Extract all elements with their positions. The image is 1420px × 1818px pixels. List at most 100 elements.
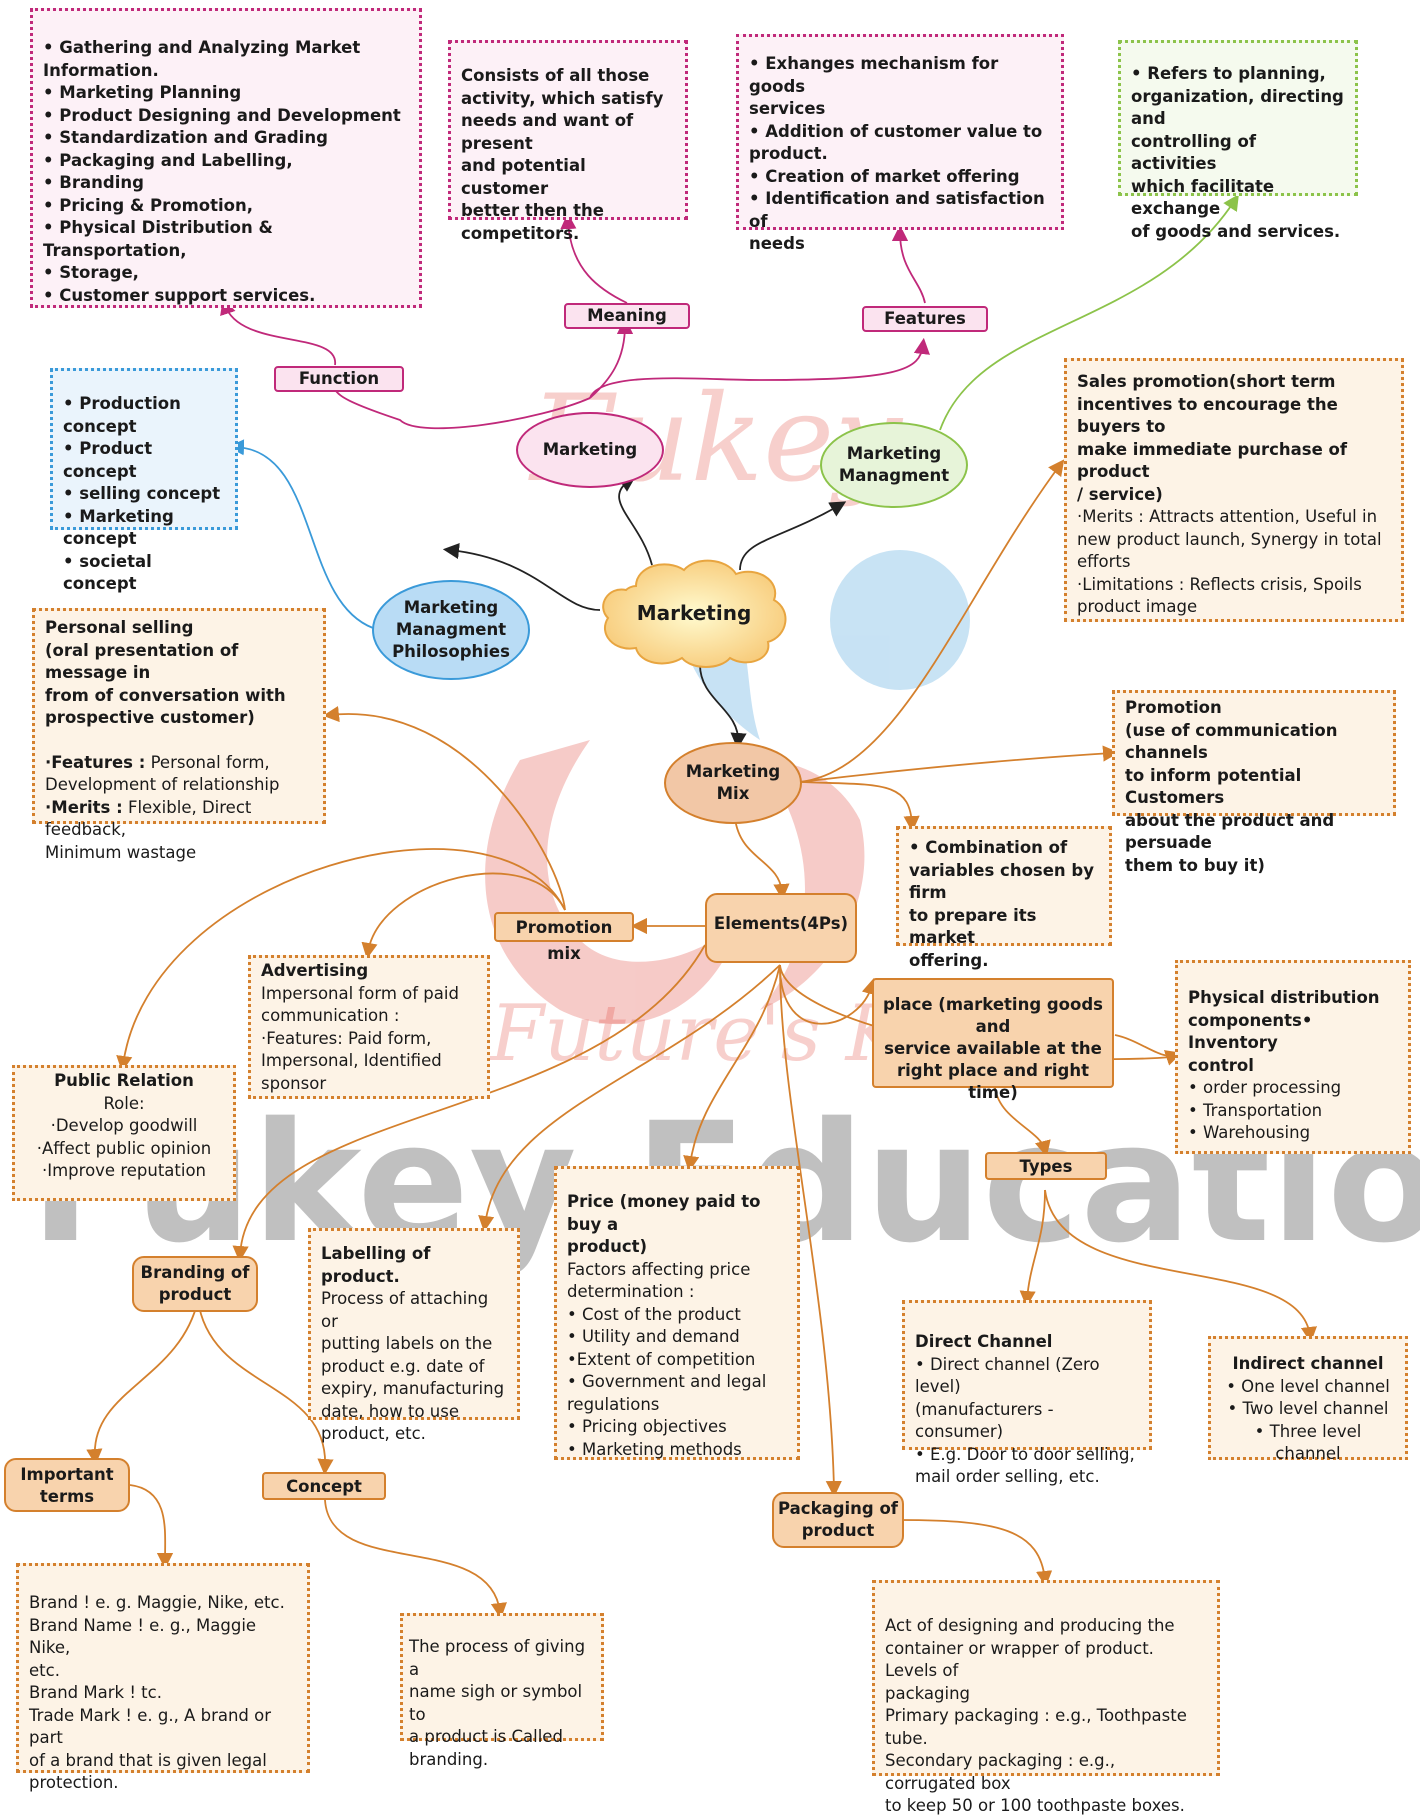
sales-promotion-text: new product launch, Synergy in total (1077, 529, 1382, 549)
meaning-text: activity, which satisfy (461, 88, 664, 108)
management-text: • Refers to planning, (1131, 64, 1326, 83)
marketing-meaning-node: Marketing (516, 412, 664, 488)
central-cloud: Marketing (602, 559, 787, 668)
marketing-mix-node: Marketing Mix (664, 742, 802, 824)
features-item: needs (749, 234, 805, 253)
public-relation-text: Role: (103, 1093, 145, 1113)
sales-promotion-text: product image (1077, 597, 1198, 616)
branding-text: Branding of (140, 1263, 250, 1282)
function-item: • Physical Distribution & Transportation… (43, 218, 273, 260)
promotion-text: (use of communication channels (1125, 720, 1338, 763)
price-text: determination : (567, 1282, 695, 1301)
combination-text: variables chosen by firm (909, 860, 1094, 903)
types-label: Types (985, 1152, 1107, 1180)
important-terms-box: Brand ! e. g. Maggie, Nike, etc. Brand N… (16, 1563, 310, 1792)
public-relation-box: Public Relation Role: ·Develop goodwill … (12, 1065, 236, 1201)
important-terms-node: Important terms (4, 1458, 130, 1512)
important-terms-text: of a brand that is given legal (29, 1750, 267, 1770)
promotion-text: Promotion (1125, 698, 1222, 717)
branding-node: Branding of product (132, 1256, 258, 1312)
place-text: service available at the (884, 1039, 1102, 1058)
features-item: services (749, 99, 826, 118)
indirect-channel-box: Indirect channel • One level channel • T… (1208, 1336, 1408, 1463)
packaging-node: Packaging of product (772, 1492, 904, 1548)
important-terms-label: Important (20, 1465, 114, 1484)
philosophy-item: • selling concept (63, 484, 221, 503)
features-label: Features (862, 306, 988, 332)
packaging-label: product (801, 1521, 875, 1540)
personal-selling-features: ·Features : Personal form, (45, 752, 313, 775)
promotion-text: them to buy it) (1125, 855, 1265, 875)
advertising-box: Advertising Impersonal form of paid comm… (248, 955, 490, 1099)
indirect-channel-text: • One level channel (1226, 1376, 1390, 1396)
direct-channel-title: Direct Channel (915, 1332, 1053, 1351)
important-terms-text: Brand Mark ! tc. (29, 1683, 162, 1702)
elements-label: Elements(4Ps) (705, 893, 857, 963)
features-key: ·Features : (45, 752, 146, 772)
direct-channel-box: Direct Channel • Direct channel (Zero le… (902, 1300, 1152, 1486)
concept-text: name sigh or symbol to (409, 1682, 583, 1724)
function-box: • Gathering and Analyzing Market Informa… (30, 8, 422, 308)
direct-channel-text: • E.g. Door to door selling, (915, 1444, 1135, 1464)
packaging-label: Packaging of (778, 1499, 898, 1518)
management-definition-box: • Refers to planning, organization, dire… (1118, 40, 1358, 241)
management-text: which facilitate exchange (1131, 176, 1275, 219)
management-text: of goods and services. (1131, 221, 1341, 241)
packaging-text: Secondary packaging : e.g., corrugated b… (885, 1751, 1116, 1793)
public-relation-text: ·Affect public opinion (36, 1138, 212, 1158)
labelling-text: date, how to use (321, 1401, 460, 1421)
advertising-text: Impersonal, Identified (261, 1051, 442, 1070)
function-item: • Gathering and Analyzing Market (43, 38, 361, 57)
packaging-text: Primary packaging : e.g., Toothpaste tub… (885, 1706, 1187, 1748)
philosophies-node-label: Philosophies (392, 642, 510, 661)
meaning-label: Meaning (564, 303, 690, 329)
function-label: Function (274, 366, 404, 392)
function-item: • Standardization and Grading (43, 128, 328, 147)
packaging-box: Act of designing and producing the conta… (872, 1580, 1220, 1815)
personal-selling-title: Personal selling (45, 618, 194, 637)
connector-lines (86, 193, 1317, 1620)
combination-text: to prepare its market (909, 905, 1037, 948)
sales-promotion-text: ·Limitations : Reflects crisis, Spoils (1077, 574, 1362, 594)
function-item: • Marketing Planning (43, 83, 242, 102)
packaging-text: packaging (885, 1683, 971, 1703)
physical-distribution-title: control (1188, 1055, 1254, 1075)
function-item: Information. (43, 60, 159, 80)
function-item: • Pricing & Promotion, (43, 195, 254, 215)
features-value: Personal form, (145, 752, 270, 772)
central-label: Marketing (637, 601, 752, 625)
labelling-text: product e.g. date of (321, 1356, 485, 1376)
packaging-text: container or wrapper of product. Levels … (885, 1638, 1154, 1681)
sales-promotion-box: Sales promotion(short term incentives to… (1064, 358, 1404, 622)
mix-node-label: Mix (716, 784, 750, 803)
merits-value: Flexible, Direct feedback, (45, 797, 252, 840)
marketing-philosophies-node: Marketing Managment Philosophies (372, 580, 530, 680)
philosophy-item: • Product concept (63, 439, 153, 481)
personal-selling-title: (oral presentation of message in (45, 640, 239, 683)
management-text: controlling of activities (1131, 131, 1257, 174)
personal-selling-text: Development of relationship (45, 775, 280, 794)
price-text: • Cost of the product (567, 1304, 741, 1324)
indirect-channel-text: • Three level channel (1254, 1421, 1362, 1464)
concept-box: The process of giving a name sigh or sym… (400, 1613, 604, 1769)
concept-text: a product is Called (409, 1727, 563, 1746)
merits-key: ·Merits : (45, 797, 123, 817)
physical-distribution-title: Physical distribution (1188, 988, 1380, 1007)
sales-promotion-text: ·Merits : Attracts attention, Useful in (1077, 507, 1378, 526)
function-item: • Branding (43, 173, 144, 192)
sales-promotion-title: incentives to encourage the buyers to (1077, 394, 1338, 437)
advertising-text: sponsor (261, 1073, 327, 1093)
promotion-mix-label: Promotion mix (494, 912, 634, 963)
direct-channel-text: • Direct channel (Zero level) (915, 1354, 1100, 1397)
function-item: • Packaging and Labelling, (43, 150, 293, 170)
indirect-channel-title: Indirect channel (1232, 1354, 1384, 1373)
management-node-label: Managment (838, 466, 950, 485)
features-item: product. (749, 144, 828, 163)
sales-promotion-title: Sales promotion(short term (1077, 372, 1336, 391)
public-relation-text: ·Develop goodwill (50, 1116, 198, 1135)
management-node-label: Marketing (846, 444, 942, 463)
marketing-node-label: Marketing (542, 440, 638, 459)
meaning-text: and potential customer (461, 156, 586, 198)
labelling-text: expiry, manufacturing (321, 1379, 505, 1398)
concept-text: The process of giving a (409, 1637, 586, 1679)
